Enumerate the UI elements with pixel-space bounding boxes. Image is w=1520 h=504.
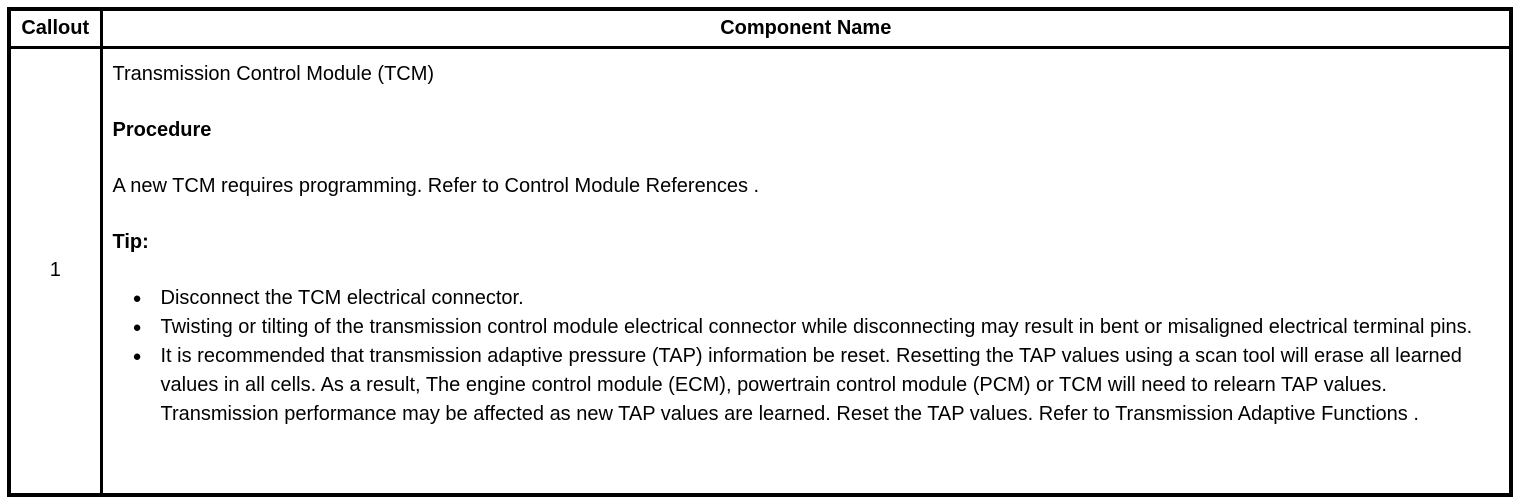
component-title: Transmission Control Module (TCM) — [112, 62, 435, 85]
callout-header: Callout — [7, 7, 103, 49]
list-item: Disconnect the TCM electrical connector. — [133, 284, 1498, 313]
component-name-header: Component Name — [99, 7, 1513, 49]
tip-heading: Tip: — [112, 230, 149, 253]
procedure-text: A new TCM requires programming. Refer to… — [112, 174, 760, 197]
component-table: Callout Component Name 1 Transmission Co… — [7, 7, 1513, 497]
header-row: Callout Component Name — [7, 7, 1513, 49]
procedure-heading: Procedure — [112, 118, 212, 141]
component-cell: Transmission Control Module (TCM) Proced… — [99, 45, 1513, 497]
tip-list: Disconnect the TCM electrical connector.… — [113, 284, 1498, 429]
list-item: It is recommended that transmission adap… — [133, 342, 1498, 429]
callout-cell: 1 — [7, 45, 103, 497]
table-row: 1 Transmission Control Module (TCM) Proc… — [7, 45, 1513, 497]
list-item: Twisting or tilting of the transmission … — [133, 313, 1498, 342]
